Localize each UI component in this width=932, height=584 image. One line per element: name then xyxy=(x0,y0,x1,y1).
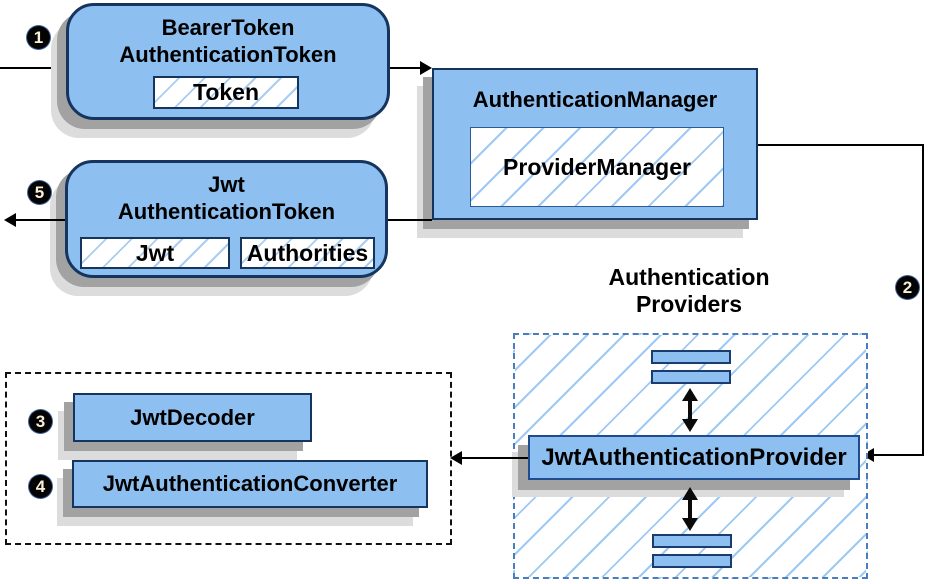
provider-to-decoder-arrowhead-icon xyxy=(450,451,462,465)
jwt-authentication-provider-title: JwtAuthenticationProvider xyxy=(541,443,847,471)
authentication-providers-label: Authentication Providers xyxy=(608,264,770,317)
authentication-manager-node: AuthenticationManager ProviderManager xyxy=(432,68,758,220)
provider-list-double-arrow-icon xyxy=(682,388,698,432)
provider-slot-rect xyxy=(651,370,731,384)
arrowhead-down-icon xyxy=(682,419,698,432)
provider-manager-field: ProviderManager xyxy=(470,127,724,207)
authentication-manager-title: AuthenticationManager xyxy=(472,87,718,112)
jwt-field: Jwt xyxy=(80,237,230,269)
provider-slot-rect xyxy=(652,554,732,568)
step-1-badge: 1 xyxy=(27,26,50,49)
arrow-shaft xyxy=(688,396,692,424)
authorities-field: Authorities xyxy=(240,237,375,269)
arrowhead-down-icon xyxy=(682,518,698,531)
step-5-badge: 5 xyxy=(28,181,51,204)
provider-list-double-arrow-icon xyxy=(682,487,698,531)
manager-to-jwt-token-line xyxy=(388,219,432,221)
jwt-authentication-token-node: Jwt AuthenticationToken Jwt Authorities xyxy=(65,160,388,278)
token-field: Token xyxy=(153,76,299,109)
bearer-to-manager-line xyxy=(390,67,422,69)
outgoing-result-line xyxy=(16,219,65,221)
outgoing-result-arrowhead-icon xyxy=(4,213,16,227)
jwt-decoder-node: JwtDecoder xyxy=(73,393,312,442)
provider-slot-rect xyxy=(651,350,731,364)
decoder-converter-group xyxy=(5,372,452,545)
jwt-authentication-provider-node: JwtAuthenticationProvider xyxy=(528,435,860,480)
step-4-badge: 4 xyxy=(29,475,52,498)
arrowhead-up-icon xyxy=(682,487,698,500)
step-3-badge: 3 xyxy=(29,410,52,433)
arrowhead-up-icon xyxy=(682,388,698,401)
jwt-decoder-title: JwtDecoder xyxy=(130,404,255,430)
jwt-authentication-converter-node: JwtAuthenticationConverter xyxy=(72,460,428,508)
step-2-badge: 2 xyxy=(896,276,919,299)
incoming-request-line xyxy=(0,67,66,69)
jwt-authentication-token-title: Jwt AuthenticationToken xyxy=(117,172,336,224)
manager-to-provider-line-vertical xyxy=(922,144,924,456)
jwt-authentication-converter-title: JwtAuthenticationConverter xyxy=(102,471,398,496)
bearer-token-node-title: BearerToken AuthenticationToken xyxy=(119,15,337,67)
manager-to-provider-line-bottom xyxy=(874,454,922,456)
manager-to-provider-line-top xyxy=(758,144,924,146)
bearer-to-manager-arrowhead-icon xyxy=(420,61,432,75)
provider-slot-rect xyxy=(652,534,732,548)
bearer-token-authentication-token-node: BearerToken AuthenticationToken Token xyxy=(66,3,390,120)
provider-to-decoder-line xyxy=(462,457,528,459)
arrow-shaft xyxy=(688,495,692,523)
